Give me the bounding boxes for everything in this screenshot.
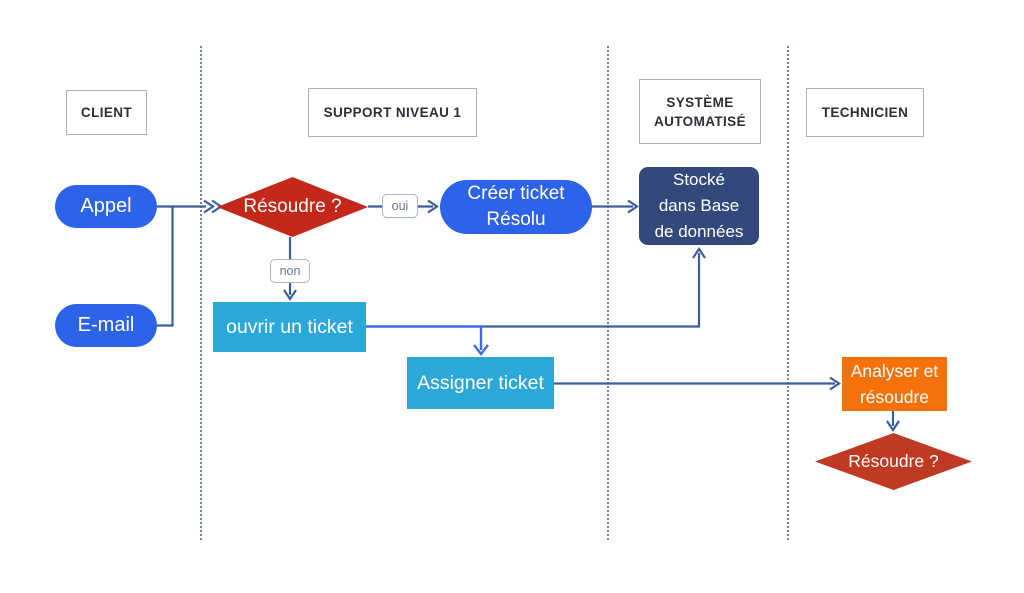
edge-email-to-resoudre bbox=[157, 207, 174, 327]
node-ouvrir-un-ticket: ouvrir un ticket bbox=[213, 302, 366, 352]
lane-header-client: CLIENT bbox=[66, 90, 147, 135]
lane-divider bbox=[200, 46, 202, 540]
node-stocke-base-de-donnees: Stocké dans Base de données bbox=[639, 167, 759, 245]
node-line: Résolu bbox=[486, 209, 546, 230]
edge-appel-to-resoudre bbox=[157, 199, 223, 214]
edge-creer-to-stocke bbox=[592, 199, 639, 214]
lane-header-systeme-automatise: SYSTÈME AUTOMATISÉ bbox=[639, 79, 761, 144]
node-line: Créer ticket bbox=[467, 183, 565, 204]
node-appel: Appel bbox=[55, 185, 157, 228]
node-analyser-et-resoudre: Analyser et résoudre bbox=[842, 357, 947, 411]
edge-assigner-to-analyser bbox=[554, 376, 841, 391]
edge-ouvrir-to-stocke bbox=[481, 247, 706, 328]
edge-ouvrir-to-assigner bbox=[366, 325, 489, 356]
lane-divider bbox=[607, 46, 609, 540]
node-line: Analyser et bbox=[850, 361, 939, 381]
node-line: résoudre bbox=[859, 387, 930, 407]
lane-header-support-niveau-1: SUPPORT NIVEAU 1 bbox=[308, 88, 477, 137]
edge-label-non: non bbox=[270, 259, 310, 283]
node-line: Stocké bbox=[673, 170, 725, 189]
edge-analyser-to-resoudre2 bbox=[886, 411, 900, 432]
edge-label-oui: oui bbox=[382, 194, 418, 218]
node-line: de données bbox=[654, 222, 744, 241]
node-assigner-ticket: Assigner ticket bbox=[407, 357, 554, 409]
node-creer-ticket-resolu: Créer ticket Résolu bbox=[440, 180, 592, 234]
lane-header-technicien: TECHNICIEN bbox=[806, 88, 924, 137]
node-line: dans Base bbox=[658, 196, 740, 215]
node-email: E-mail bbox=[55, 304, 157, 347]
lane-divider bbox=[787, 46, 789, 540]
